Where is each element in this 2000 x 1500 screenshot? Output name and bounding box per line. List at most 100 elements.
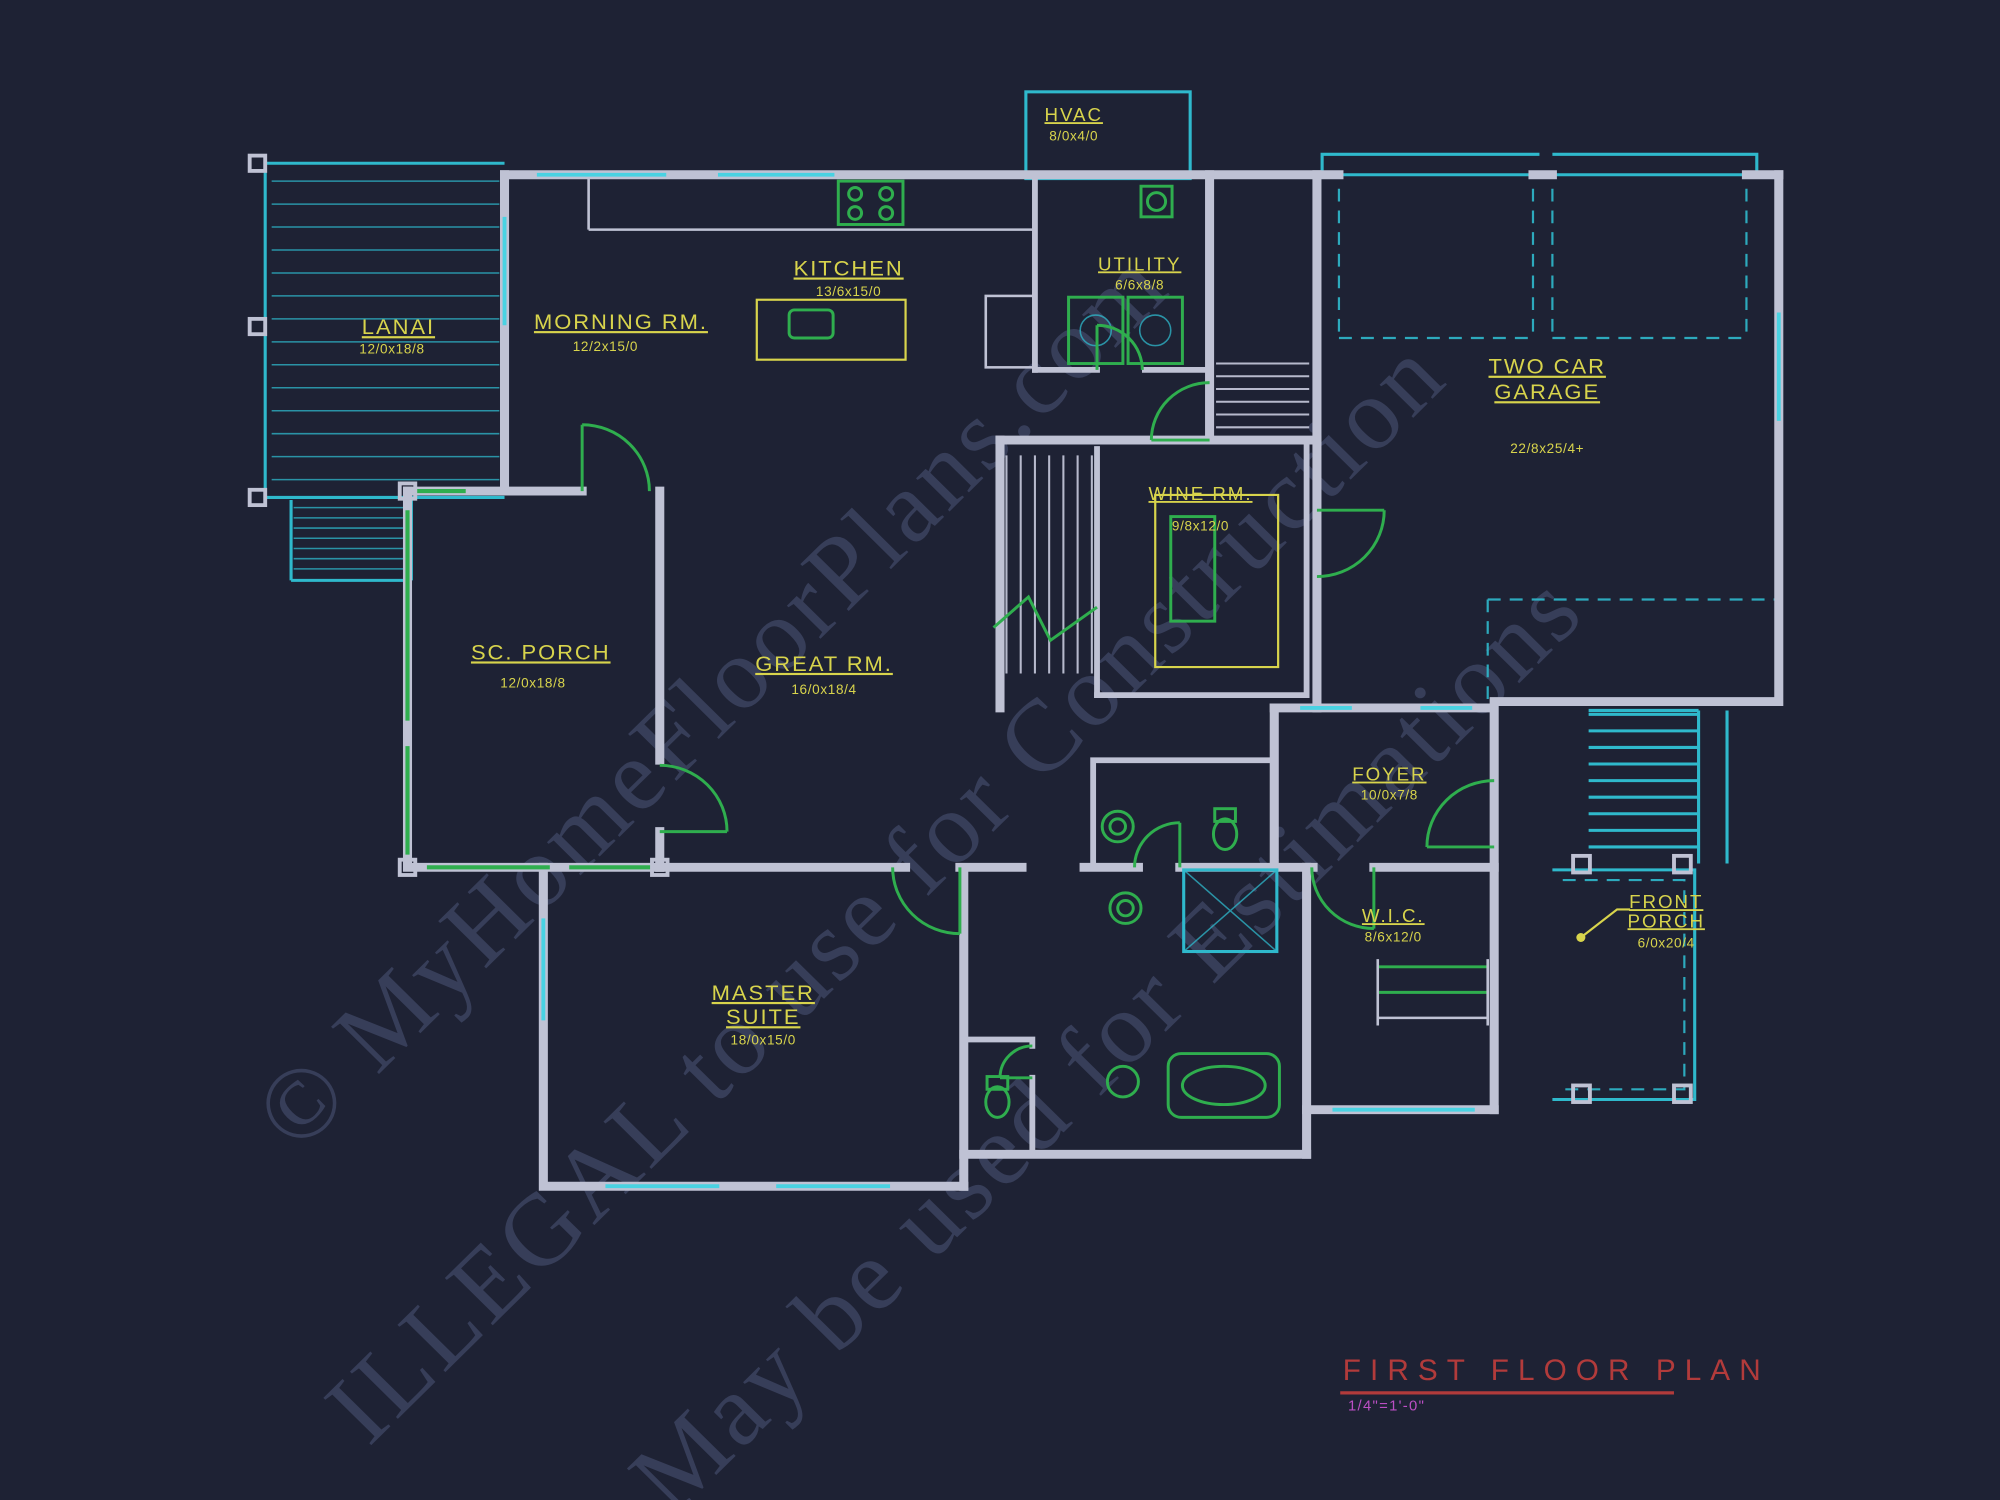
porch-post xyxy=(1672,853,1693,875)
kitchen-counter xyxy=(587,178,1033,231)
room-label-master-2: SUITE xyxy=(726,1004,800,1029)
breezeway-stairs xyxy=(1216,362,1310,429)
toilet-icon xyxy=(1211,817,1239,851)
hvac-unit-icon xyxy=(1139,184,1174,219)
stair-break-line xyxy=(992,594,1098,643)
porch-post xyxy=(1571,1083,1592,1104)
kitchen-island xyxy=(755,298,907,361)
door-arc xyxy=(1133,821,1182,868)
lanai-post xyxy=(247,153,268,173)
door-arc xyxy=(1425,779,1495,849)
porch-post xyxy=(397,857,418,877)
room-dims-wic: 8/6x12/0 xyxy=(1365,929,1422,944)
room-label-utility: UTILITY xyxy=(1098,254,1181,275)
wic-shelving xyxy=(1376,959,1490,1026)
vanity-sink-icon xyxy=(1116,899,1135,918)
porch-post xyxy=(1672,1083,1693,1104)
vanity-sink-icon xyxy=(1108,891,1143,925)
closet-shelf xyxy=(1376,959,1490,1026)
door-arc xyxy=(659,763,729,834)
master-bath-fixtures xyxy=(984,868,1281,1119)
bathtub-basin-icon xyxy=(1180,1064,1267,1107)
door-arc xyxy=(580,423,651,492)
front-porch-deck xyxy=(1552,708,1729,1104)
shower-glass-icon xyxy=(1183,869,1278,953)
toilet-tank-icon xyxy=(1213,807,1237,823)
room-label-wine: WINE RM. xyxy=(1149,483,1253,504)
wine-room-fitout xyxy=(1154,493,1280,669)
burner-icon xyxy=(878,205,895,221)
main-stairs xyxy=(992,455,1098,674)
interior-walls xyxy=(960,171,1310,1158)
cooktop-icon xyxy=(836,179,905,226)
room-label-foyer: FOYER xyxy=(1352,764,1426,785)
room-label-wic: W.I.C. xyxy=(1362,905,1425,926)
vanity-sink-icon xyxy=(1105,1064,1140,1099)
lanai-steps-treads xyxy=(293,506,409,570)
room-dims-utility: 6/6x8/8 xyxy=(1115,278,1164,293)
closet-rod xyxy=(1377,965,1488,994)
room-label-kitchen: KITCHEN xyxy=(794,256,904,281)
stair-treads xyxy=(1216,362,1310,429)
sink-icon xyxy=(1108,817,1127,836)
room-dims-garage: 22/8x25/4+ xyxy=(1510,441,1584,456)
room-label-garage-2: GARAGE xyxy=(1494,379,1600,404)
room-label-master-1: MASTER xyxy=(712,980,815,1005)
burner-icon xyxy=(878,186,895,202)
room-label-morning: MORNING RM. xyxy=(534,309,708,334)
room-labels: LANAI 12/0x18/8 MORNING RM. 12/2x15/0 KI… xyxy=(359,104,1705,1048)
room-label-front-porch-1: FRONT xyxy=(1629,891,1703,912)
porch-deck-edge xyxy=(1552,868,1697,1102)
porch-post xyxy=(1571,853,1592,875)
room-dims-foyer: 10/0x7/8 xyxy=(1361,788,1418,803)
kitchen-sink-icon xyxy=(787,308,835,340)
stair-treads xyxy=(1005,455,1093,674)
bathtub-icon xyxy=(1166,1052,1281,1119)
room-label-hvac: HVAC xyxy=(1045,104,1103,125)
burner-icon xyxy=(847,186,864,202)
wall xyxy=(1090,757,1278,871)
screen-porch-screens xyxy=(397,481,670,877)
door-arc xyxy=(1095,323,1144,370)
room-dims-great: 16/0x18/4 xyxy=(791,682,856,697)
room-dims-master: 18/0x15/0 xyxy=(731,1033,796,1048)
porch-post xyxy=(650,857,670,877)
window xyxy=(502,172,1781,1189)
room-label-sc-porch: SC. PORCH xyxy=(471,640,611,665)
garage-door-tracks xyxy=(1337,188,1775,699)
plan-scale: 1/4"=1'-0" xyxy=(1348,1399,1425,1415)
lanai-deck xyxy=(247,153,505,582)
porch-deck-inner xyxy=(1562,879,1686,1091)
room-dims-kitchen: 13/6x15/0 xyxy=(816,284,881,299)
wine-rack-icon xyxy=(1169,515,1217,623)
toilet-icon xyxy=(984,1085,1011,1119)
room-dims-front-porch: 6/0x20/4 xyxy=(1638,936,1695,951)
refrigerator xyxy=(984,294,1037,369)
door-arc xyxy=(1316,508,1386,578)
garage-door-openings xyxy=(1320,152,1759,177)
lanai-post xyxy=(247,316,268,337)
room-label-front-porch-2: PORCH xyxy=(1628,910,1705,931)
front-porch-leader xyxy=(1576,908,1631,942)
room-dims-sc-porch: 12/0x18/8 xyxy=(500,676,565,691)
room-label-lanai: LANAI xyxy=(362,314,435,339)
shower-icon xyxy=(1182,868,1279,954)
door-arc xyxy=(1149,381,1210,442)
porch-post xyxy=(397,481,418,501)
kitchen-fitout xyxy=(587,178,1037,369)
plan-title: FIRST FLOOR PLAN xyxy=(1343,1354,1770,1387)
wine-counter xyxy=(1154,493,1280,669)
room-dims-morning: 12/2x15/0 xyxy=(573,339,638,354)
door-arc xyxy=(998,1044,1033,1080)
sheet-title: FIRST FLOOR PLAN 1/4"=1'-0" xyxy=(1340,1354,1770,1415)
room-dims-hvac: 8/0x4/0 xyxy=(1049,128,1098,143)
room-dims-wine: 9/8x12/0 xyxy=(1172,519,1229,534)
sink-icon xyxy=(1100,809,1135,844)
room-label-great: GREAT RM. xyxy=(755,651,893,676)
hvac-unit-fan-icon xyxy=(1145,191,1168,212)
burner-icon xyxy=(847,205,864,221)
room-dims-lanai: 12/0x18/8 xyxy=(359,341,424,356)
door-arc xyxy=(1310,867,1376,931)
